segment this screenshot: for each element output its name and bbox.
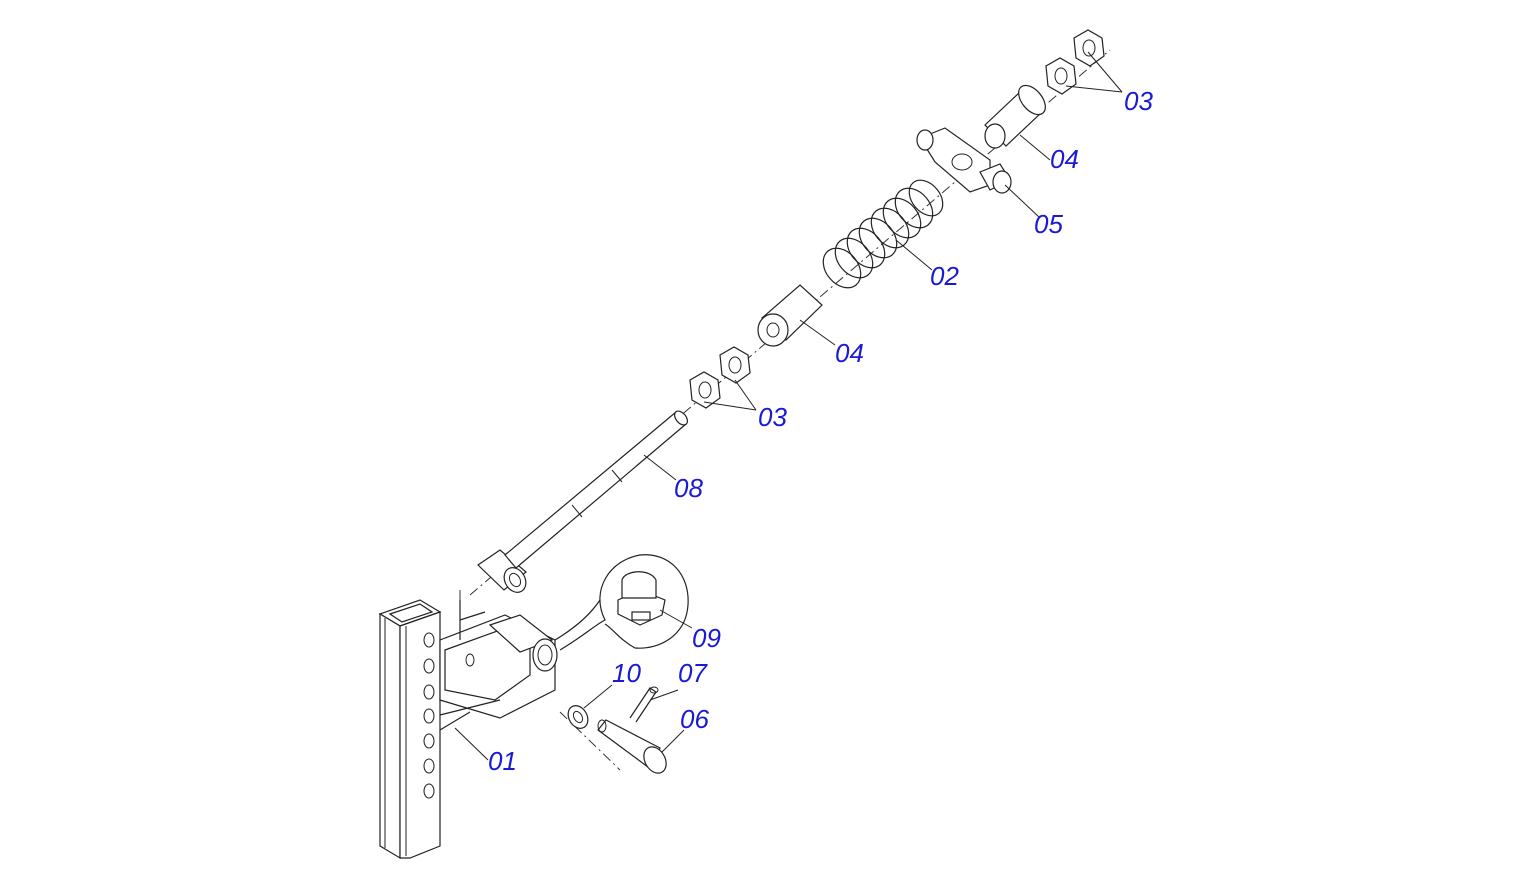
leader-lines bbox=[454, 51, 1123, 761]
lower-bushing bbox=[477, 549, 527, 593]
part-07-cotter-pin bbox=[629, 686, 659, 723]
callout-01: 01 bbox=[488, 746, 517, 776]
part-08-threaded-rod bbox=[504, 410, 689, 569]
callout-09: 09 bbox=[692, 623, 721, 653]
part-01-square-post bbox=[378, 599, 442, 860]
callout-06: 06 bbox=[680, 704, 709, 734]
callout-03-mid: 03 bbox=[758, 402, 787, 432]
callout-03-top: 03 bbox=[1124, 86, 1153, 116]
callout-02: 02 bbox=[930, 261, 959, 291]
part-03-hex-nuts-lower bbox=[689, 346, 751, 409]
callout-08: 08 bbox=[674, 473, 703, 503]
part-10-washer bbox=[567, 705, 589, 729]
part-03-hex-nuts-upper bbox=[1045, 29, 1105, 95]
part-05-clevis bbox=[916, 127, 1012, 194]
callout-04-mid: 04 bbox=[835, 338, 864, 368]
part-04-spacer-lower bbox=[757, 284, 823, 347]
callout-05: 05 bbox=[1034, 209, 1063, 239]
part-06-clevis-pin bbox=[597, 719, 667, 774]
part-04-spacer-upper bbox=[984, 84, 1046, 149]
callout-04-top: 04 bbox=[1050, 144, 1079, 174]
callout-labels: 03 04 05 02 04 03 08 09 10 07 06 01 bbox=[488, 86, 1153, 776]
callout-10: 10 bbox=[612, 658, 641, 688]
mount-bracket bbox=[439, 600, 558, 731]
part-09-detail-grease-fitting bbox=[554, 554, 689, 651]
pin-axis bbox=[559, 711, 621, 771]
callout-07: 07 bbox=[678, 658, 708, 688]
part-02-coil-spring bbox=[822, 179, 944, 289]
